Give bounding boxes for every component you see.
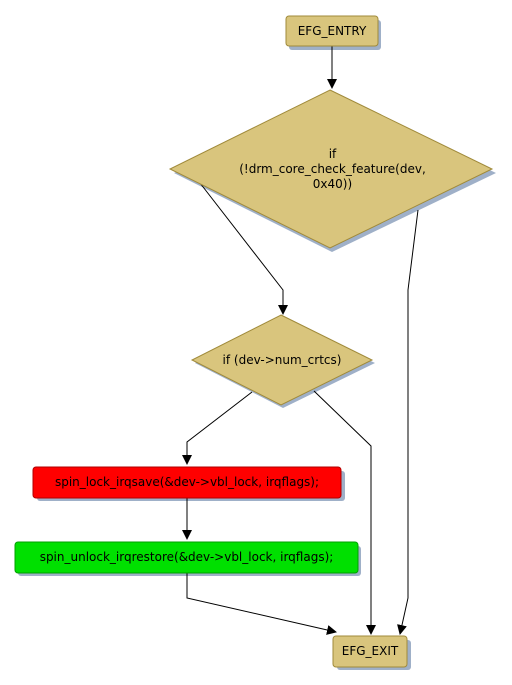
edge-cond1-exit [397, 209, 419, 635]
condition-node-feature-check[interactable] [168, 89, 494, 249]
exit-node[interactable] [332, 635, 408, 668]
edges [182, 46, 419, 635]
condition-num-crtcs-label: if (dev->num_crtcs) [222, 352, 342, 367]
spin-lock-node[interactable] [32, 466, 342, 499]
spin-unlock-node[interactable] [14, 541, 359, 574]
condition-node-num-crtcs[interactable] [190, 314, 374, 406]
spin-unlock-label: spin_unlock_irqrestore(&dev->vbl_lock, i… [39, 550, 334, 564]
edge-cond2-lock [182, 391, 253, 465]
entry-node[interactable] [285, 15, 379, 47]
edge-cond1-cond2 [199, 182, 288, 315]
entry-label: EFG_ENTRY [297, 23, 367, 38]
condition-feature-label: if (!drm_core_check_feature(dev, 0x40)) [239, 146, 426, 191]
edge-cond2-exit [313, 390, 376, 635]
spin-lock-label: spin_lock_irqsave(&dev->vbl_lock, irqfla… [54, 475, 320, 489]
exit-label: EFG_EXIT [341, 644, 399, 658]
edge-unlock-exit [186, 573, 337, 635]
